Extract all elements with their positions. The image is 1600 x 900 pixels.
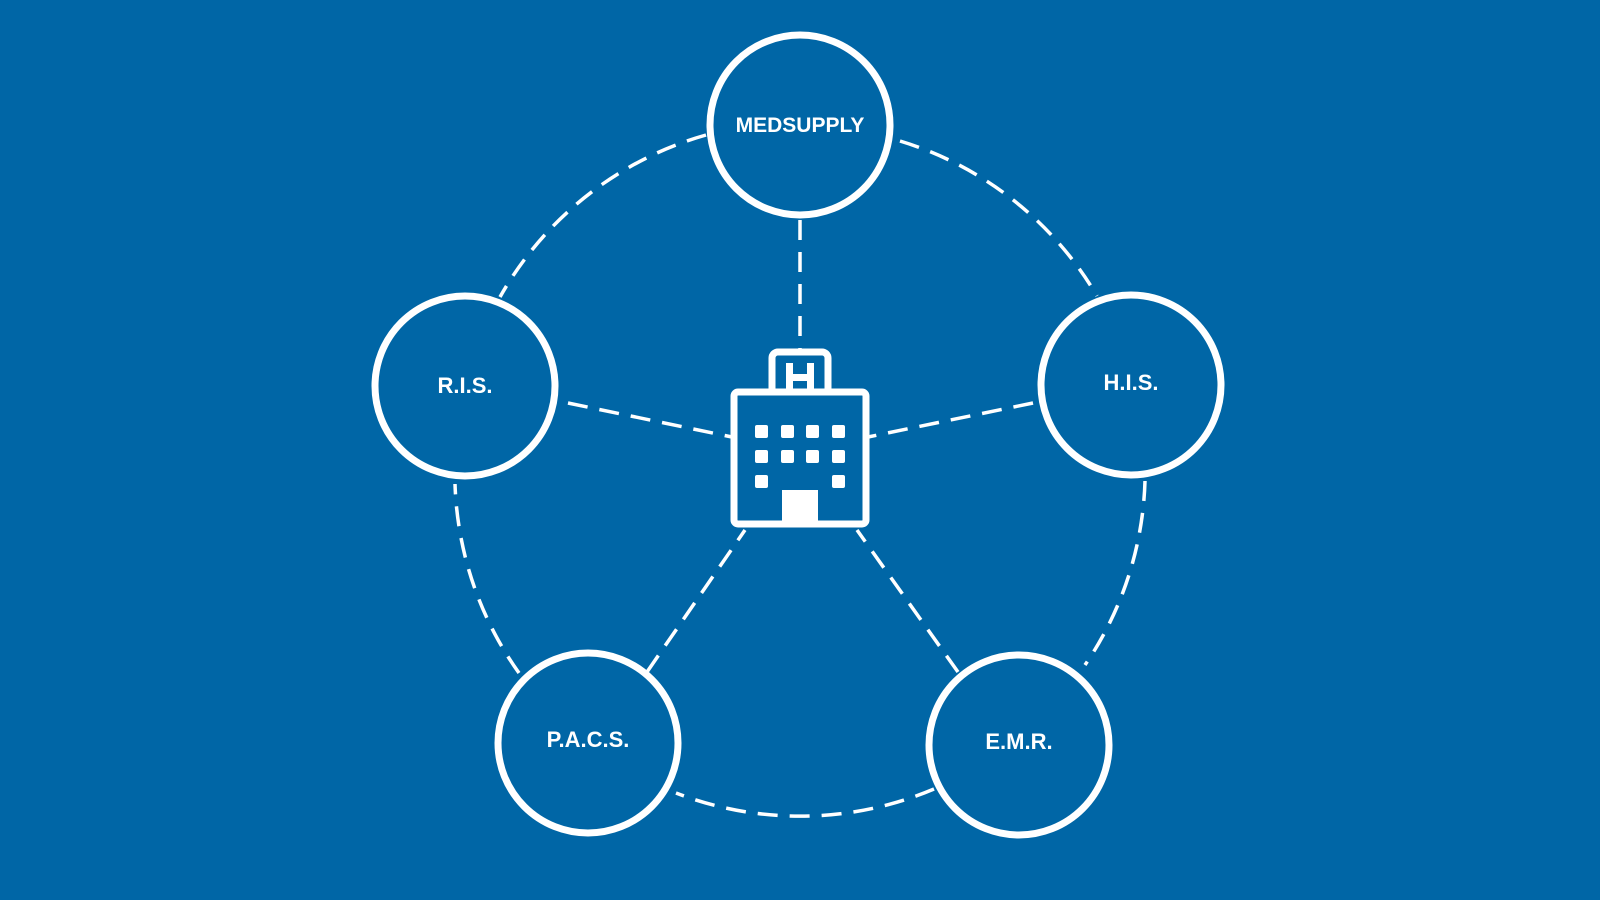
hospital-h-letter-icon: [786, 363, 814, 392]
connector-medsupply-ris: [899, 139, 1099, 297]
node-ris[interactable]: R.I.S.: [371, 292, 559, 480]
node-label-medsupply: MEDSUPPLY: [736, 114, 865, 137]
connector-medsupply-his: [498, 133, 707, 298]
connector-emr-pacs: [675, 787, 935, 818]
node-circle: [494, 649, 682, 837]
node-label-emr: E.M.R.: [985, 729, 1052, 754]
outer-ring-connectors: [453, 133, 1147, 818]
node-circle: [925, 651, 1113, 839]
node-label-ris: R.I.S.: [437, 373, 492, 398]
hospital-body: [730, 388, 870, 528]
node-circle: [1037, 291, 1225, 479]
spoke-connectors: [567, 220, 1034, 674]
spoke-emr: [855, 528, 960, 674]
node-circle: [371, 292, 559, 480]
node-his[interactable]: H.I.S.: [1037, 291, 1225, 479]
node-circle: [706, 31, 894, 219]
spoke-ris: [567, 401, 733, 439]
hospital-door: [782, 490, 818, 522]
node-label-pacs: P.A.C.S.: [547, 727, 630, 752]
node-medsupply[interactable]: MEDSUPPLY: [706, 31, 894, 219]
node-pacs[interactable]: P.A.C.S.: [494, 649, 682, 837]
spoke-pacs: [645, 529, 747, 673]
hospital-building-icon: [730, 348, 870, 528]
connector-his-emr: [1083, 480, 1147, 666]
spoke-his: [867, 401, 1034, 439]
node-label-his: H.I.S.: [1103, 370, 1158, 395]
hospital-windows: [755, 425, 845, 488]
node-emr[interactable]: E.M.R.: [925, 651, 1113, 839]
connector-pacs-ris: [453, 483, 521, 675]
